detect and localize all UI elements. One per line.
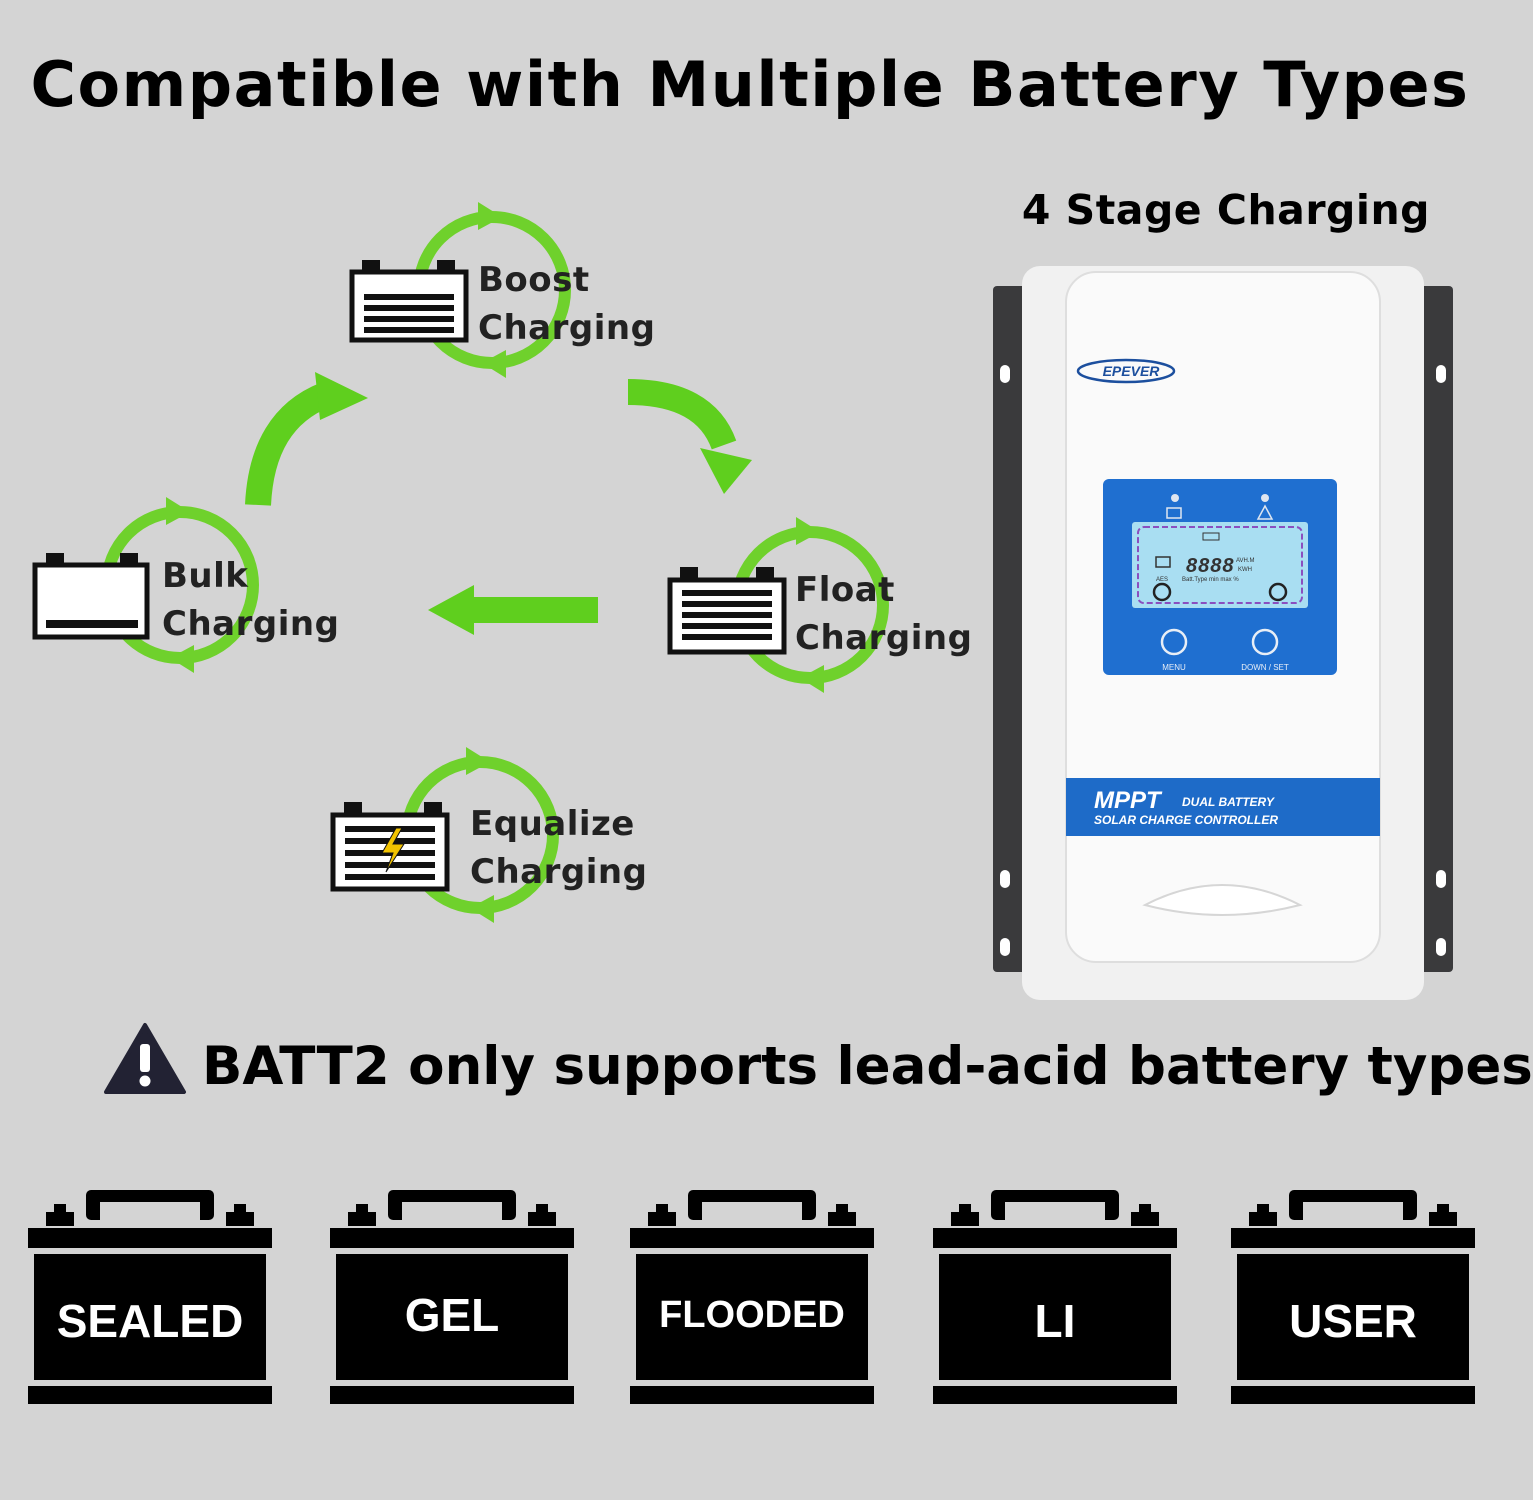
- page-title: Compatible with Multiple Battery Types: [30, 48, 1470, 121]
- float-battery-icon: [667, 567, 787, 655]
- menu-button-ring: [1160, 628, 1188, 656]
- battery-icon: [630, 1190, 874, 1404]
- stage-label-boost-line1: Boost: [478, 260, 590, 300]
- stage-label-equalize: Equalize Charging: [470, 800, 647, 896]
- battery-type-gel: GEL: [330, 1190, 574, 1405]
- stage-label-bulk: Bulk Charging: [162, 552, 339, 648]
- battery-type-li: LI: [933, 1190, 1177, 1405]
- lcd-screen: [1132, 522, 1308, 608]
- lcd-units-top: AVH.M: [1236, 558, 1255, 564]
- lcd-aes-label: AES: [1156, 577, 1168, 583]
- solar-charge-controller-label: SOLAR CHARGE CONTROLLER: [1094, 813, 1278, 827]
- battery-type-label-user: USER: [1289, 1295, 1417, 1347]
- stage-label-float-line2: Charging: [795, 618, 973, 658]
- battery-icon: [933, 1190, 1177, 1404]
- battery-icon: [330, 1190, 574, 1404]
- lcd-battery-type-line: Batt.Type min max %: [1182, 577, 1239, 583]
- stage-label-bulk-line1: Bulk: [162, 556, 249, 596]
- stage-label-equalize-line2: Charging: [470, 852, 648, 892]
- arrow-boost-to-float-icon: [627, 379, 752, 494]
- mppt-label-band: [1066, 778, 1380, 836]
- stage-label-boost: Boost Charging: [478, 256, 655, 352]
- warning-triangle-icon: [104, 1023, 186, 1094]
- warning-text: BATT2 only supports lead-acid battery ty…: [202, 1036, 1533, 1097]
- stage-label-equalize-line1: Equalize: [470, 804, 635, 844]
- battery-type-label-sealed: SEALED: [56, 1295, 244, 1347]
- dual-battery-label: DUAL BATTERY: [1182, 795, 1275, 809]
- menu-button-label: MENU: [1162, 663, 1186, 672]
- stage-charging-heading: 4 Stage Charging: [1021, 186, 1430, 234]
- mppt-label: MPPT: [1094, 787, 1163, 814]
- epever-logo-icon: EPEVER: [1076, 358, 1176, 384]
- arrow-bulk-to-boost-icon: [245, 372, 368, 506]
- device-handle: [1142, 884, 1303, 916]
- alert-icon: [1256, 504, 1274, 520]
- battery-type-user: USER: [1231, 1190, 1475, 1405]
- down-set-button-label: DOWN / SET: [1241, 663, 1289, 672]
- battery-type-label-gel: GEL: [404, 1289, 500, 1341]
- stage-label-boost-line2: Charging: [478, 308, 656, 348]
- battery-icon: [1231, 1190, 1475, 1404]
- brand-logo-text: EPEVER: [1103, 363, 1161, 379]
- battery-icon: [28, 1190, 272, 1404]
- arrow-float-to-bulk-icon: [428, 585, 598, 635]
- stage-label-float: Float Charging: [795, 566, 972, 662]
- lcd-digits: 8888: [1186, 555, 1235, 577]
- charging-cycle-diagram: [32, 180, 980, 960]
- equalize-battery-icon: [330, 802, 450, 892]
- down-set-button-ring: [1251, 628, 1279, 656]
- stage-label-float-line1: Float: [795, 570, 895, 610]
- bulk-battery-icon: [32, 553, 150, 640]
- charge-controller-device: EPEVER 8888 AVH.M KWH Batt.Type min max …: [993, 266, 1453, 1000]
- solar-panel-icon: [1166, 507, 1182, 519]
- stage-label-bulk-line2: Charging: [162, 604, 340, 644]
- battery-type-label-flooded: FLOODED: [659, 1294, 845, 1336]
- battery-type-sealed: SEALED: [28, 1190, 272, 1405]
- battery-type-flooded: FLOODED: [630, 1190, 874, 1405]
- battery-type-label-li: LI: [1034, 1295, 1076, 1347]
- boost-battery-icon: [349, 260, 469, 343]
- lcd-units-bottom: KWH: [1238, 567, 1252, 573]
